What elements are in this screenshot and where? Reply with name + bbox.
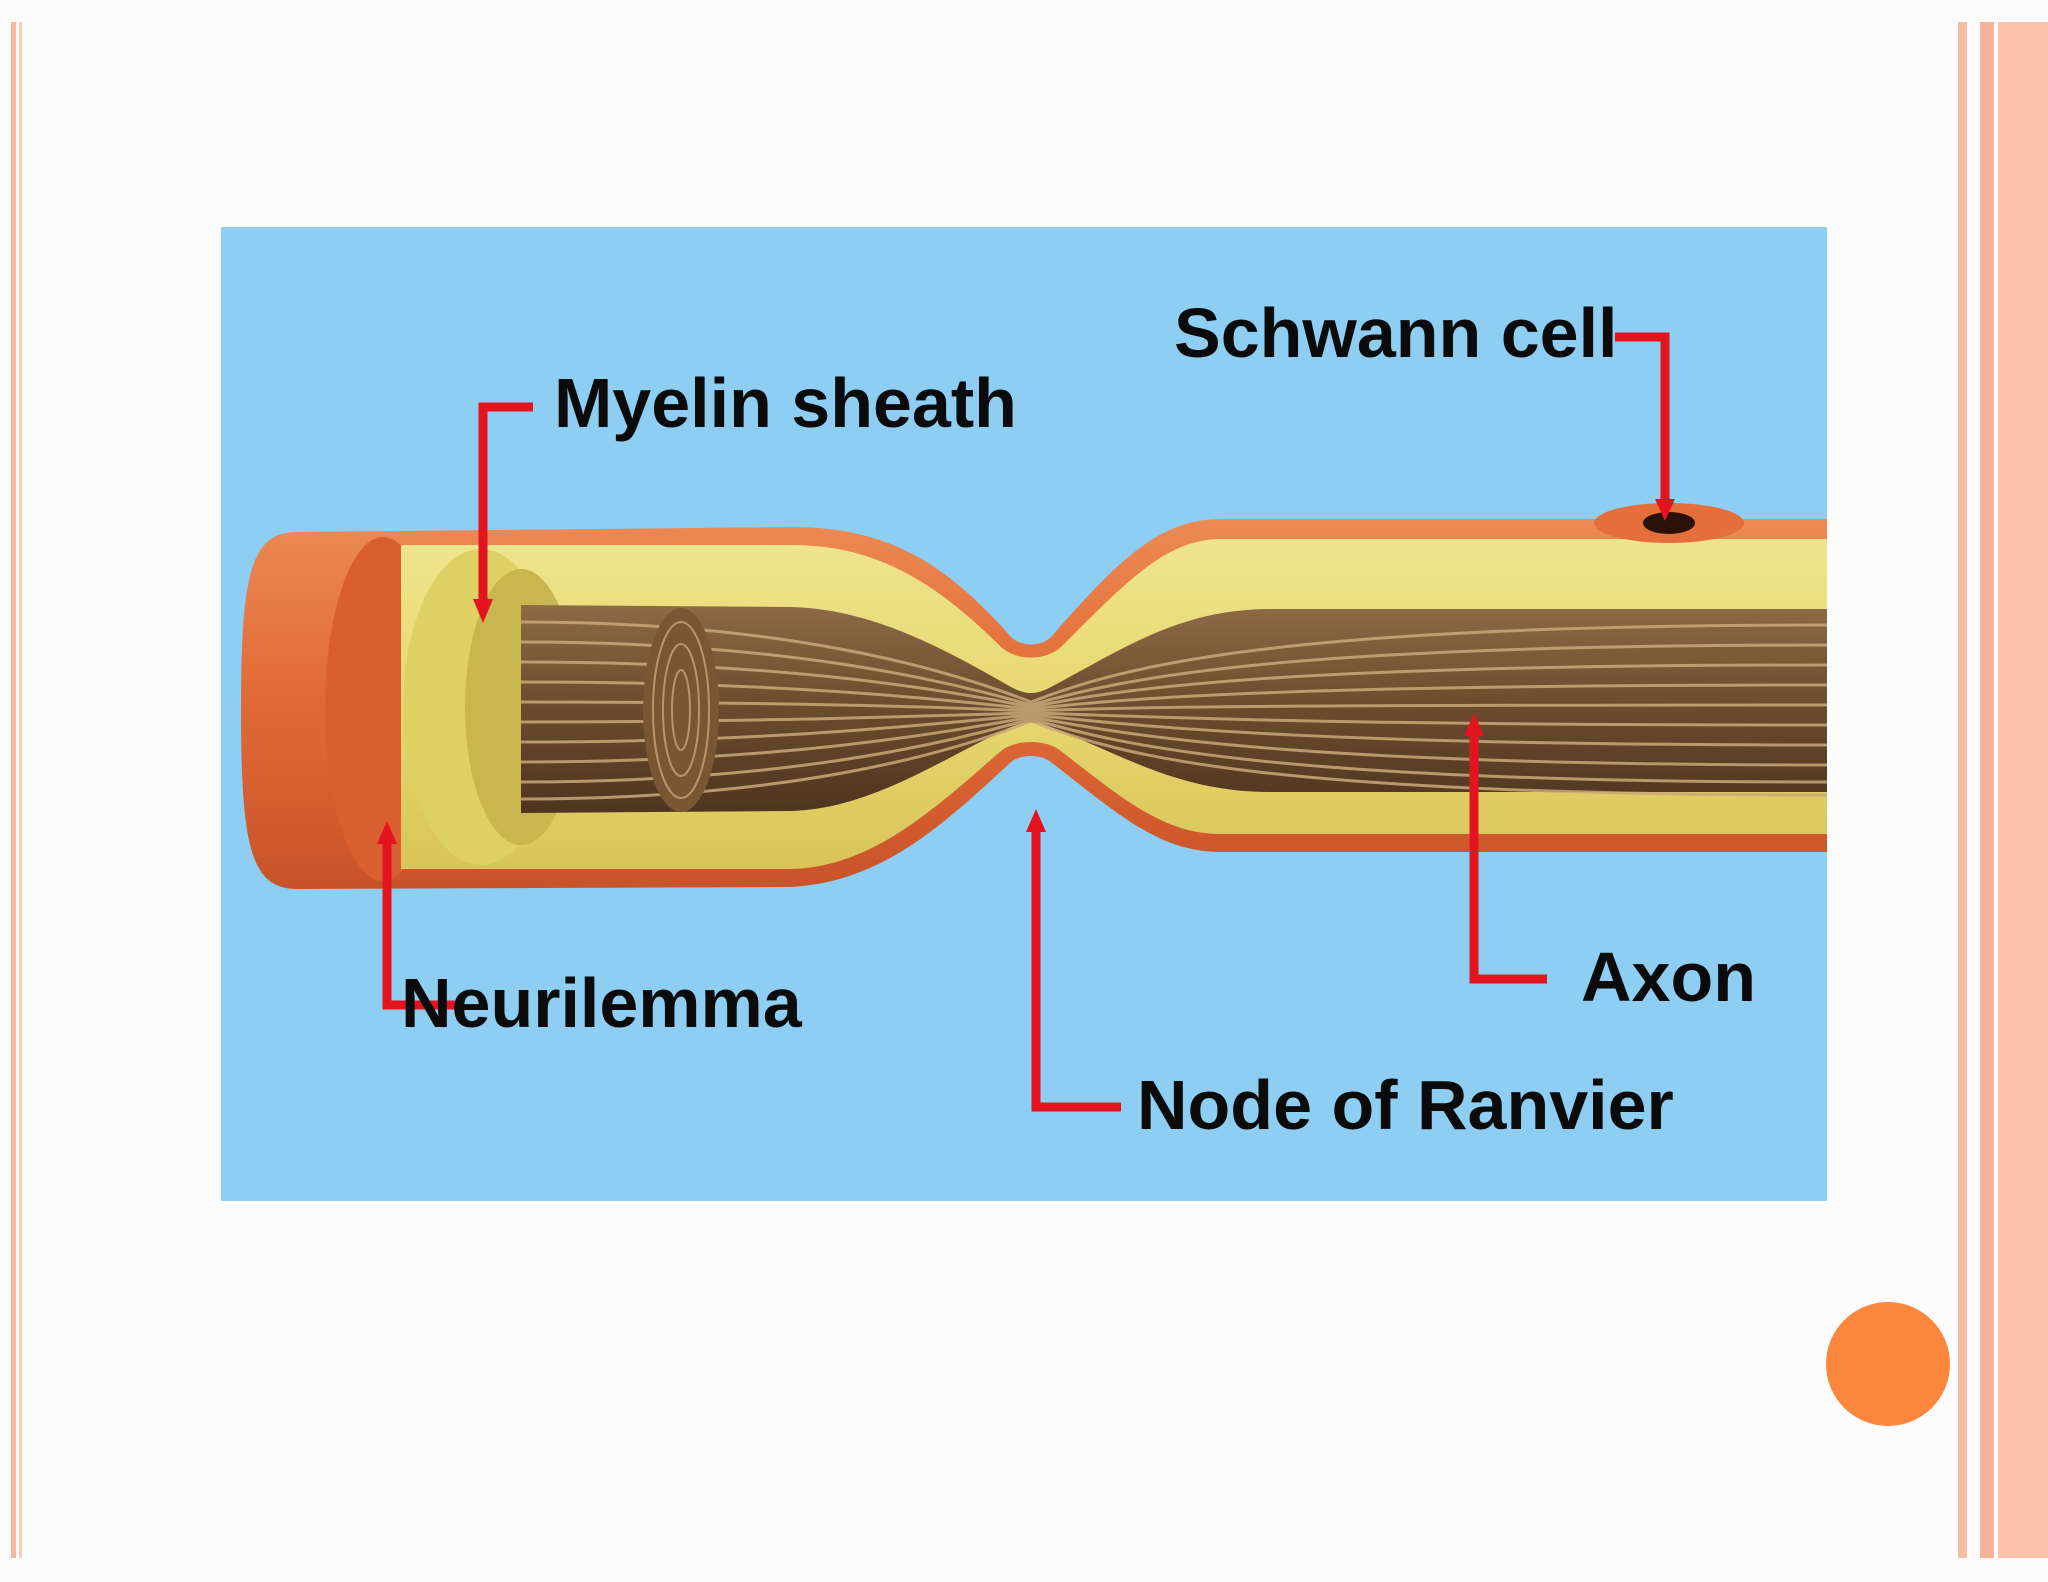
left-border-stripe	[11, 22, 16, 1558]
label-node-of-ranvier: Node of Ranvier	[1137, 1066, 1674, 1144]
axon-arrowhead	[1464, 713, 1484, 736]
neurilemma-arrowhead	[377, 821, 397, 844]
label-myelin-sheath: Myelin sheath	[554, 364, 1017, 442]
myelin-sheath-leader-line	[478, 402, 533, 607]
nerve-fiber-illustration: Schwann cell Myelin sheath Neurilemma Ax…	[221, 227, 1827, 1201]
leader-lines	[382, 332, 1670, 1112]
axon-cut-end-fibers	[652, 621, 710, 799]
schwann-cell-arrowhead	[1655, 499, 1675, 521]
schwann-cell-leader-line	[1615, 332, 1670, 507]
right-border-stripe	[1958, 22, 1967, 1558]
label-schwann-cell: Schwann cell	[1174, 294, 1617, 372]
slide-number-badge	[1826, 1302, 1950, 1426]
myelin-sheath-arrowhead	[473, 599, 493, 623]
node-of-ranvier-leader-line	[1031, 824, 1121, 1112]
axon-cut-end	[643, 608, 719, 812]
right-border-stripe	[1980, 22, 1994, 1558]
axon-fibers	[520, 620, 1827, 801]
neurilemma-leader-line	[382, 836, 455, 1010]
right-border-stripe-wide	[1998, 22, 2048, 1558]
leader-arrowheads	[377, 499, 1675, 844]
schwann-cell-nucleus	[1643, 512, 1695, 534]
label-neurilemma: Neurilemma	[401, 964, 803, 1042]
nerve-fiber-diagram: Schwann cell Myelin sheath Neurilemma Ax…	[221, 227, 1827, 1201]
left-border-stripe-thin	[19, 22, 22, 1558]
label-axon: Axon	[1581, 938, 1756, 1016]
node-of-ranvier-arrowhead	[1026, 809, 1046, 832]
axon-leader-line	[1469, 728, 1547, 984]
